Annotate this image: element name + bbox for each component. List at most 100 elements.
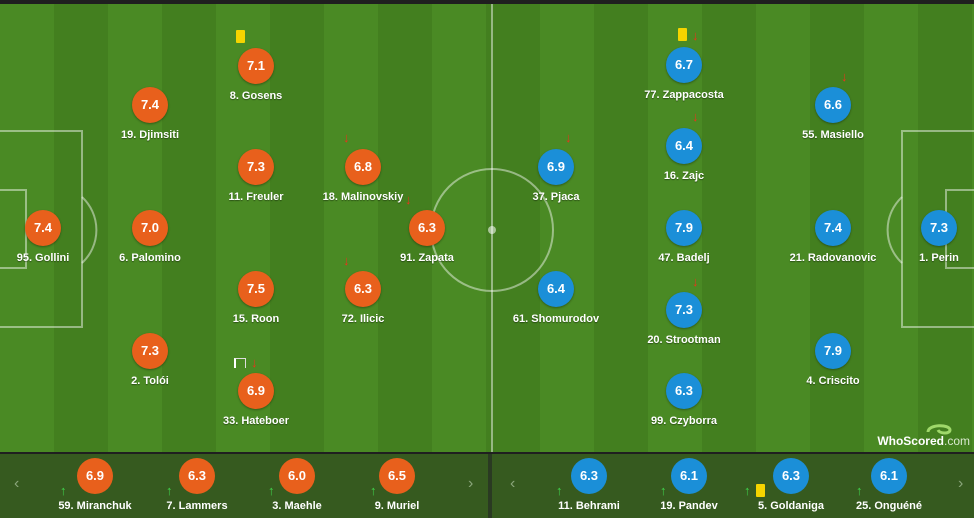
player-name: 2. Tolói <box>131 375 169 387</box>
player-name: 99. Czyborra <box>650 415 718 427</box>
pitch: 7.1 8. Gosens 7.4 19. Djimsiti 7.3 11. F… <box>0 4 974 452</box>
away-subs-panel: ‹ › 6.3 11. Behrami ↑ 6.1 19. Pandev ↑ 6… <box>492 454 974 518</box>
player-home-palomino[interactable]: 7.0 6. Palomino <box>85 210 215 270</box>
logo-mark-icon <box>926 424 952 435</box>
sub-home-lammers[interactable]: 6.3 7. Lammers <box>142 458 252 516</box>
player-name: 91. Zapata <box>400 252 454 264</box>
player-home-malinovskiy[interactable]: 6.8 18. Malinovskiy <box>298 149 428 209</box>
sub-off-arrow-icon: ↓ <box>692 274 699 289</box>
rating-badge: 6.3 <box>409 210 445 246</box>
player-away-masiello[interactable]: 6.6 55. Masiello <box>768 87 898 147</box>
rating-badge: 6.4 <box>538 271 574 307</box>
rating-badge: 6.8 <box>345 149 381 185</box>
sub-on-arrow-icon: ↑ <box>166 483 173 498</box>
player-name: 9. Muriel <box>374 500 420 512</box>
rating-badge: 6.9 <box>538 149 574 185</box>
rating-badge: 7.0 <box>132 210 168 246</box>
sub-off-arrow-icon: ↓ <box>565 130 572 145</box>
rating-badge: 6.0 <box>279 458 315 494</box>
player-away-zajc[interactable]: 6.4 16. Zajc <box>619 128 749 188</box>
prev-arrow-icon[interactable]: ‹ <box>14 475 20 492</box>
player-name: 19. Djimsiti <box>120 129 180 141</box>
sub-home-maehle[interactable]: 6.0 3. Maehle <box>242 458 352 516</box>
player-home-hateboer[interactable]: 6.9 33. Hateboer <box>191 373 321 433</box>
player-name: 16. Zajc <box>663 170 705 182</box>
player-away-strootman[interactable]: 7.3 20. Strootman <box>619 292 749 352</box>
rating-badge: 6.3 <box>345 271 381 307</box>
prev-arrow-icon[interactable]: ‹ <box>510 475 516 492</box>
substitutes-bar: ‹ › 6.9 59. Miranchuk ↑ 6.3 7. Lammers ↑… <box>0 454 974 518</box>
player-home-zapata[interactable]: 6.3 91. Zapata <box>362 210 492 270</box>
player-away-shomurodov[interactable]: 6.4 61. Shomurodov <box>491 271 621 331</box>
player-name: 3. Maehle <box>272 500 322 512</box>
rating-badge: 7.4 <box>132 87 168 123</box>
rating-badge: 6.9 <box>238 373 274 409</box>
player-name: 47. Badelj <box>658 252 710 264</box>
player-away-pjaca[interactable]: 6.9 37. Pjaca <box>491 149 621 209</box>
rating-badge: 6.3 <box>179 458 215 494</box>
sub-on-arrow-icon: ↑ <box>556 483 563 498</box>
player-away-badelj[interactable]: 7.9 47. Badelj <box>619 210 749 270</box>
player-home-gollini[interactable]: 7.4 95. Gollini <box>0 210 108 270</box>
player-away-criscito[interactable]: 7.9 4. Criscito <box>768 333 898 393</box>
sub-off-arrow-icon: ↓ <box>343 130 350 145</box>
player-name: 21. Radovanovic <box>789 252 877 264</box>
rating-badge: 6.6 <box>815 87 851 123</box>
sub-away-onguene[interactable]: 6.1 25. Onguéné <box>834 458 944 516</box>
player-home-ilicic[interactable]: 6.3 72. Ilicic <box>298 271 428 331</box>
player-away-radovanovic[interactable]: 7.4 21. Radovanovic <box>768 210 898 270</box>
sub-off-arrow-icon: ↓ <box>692 109 699 124</box>
sub-on-arrow-icon: ↑ <box>370 483 377 498</box>
rating-badge: 7.1 <box>238 48 274 84</box>
rating-badge: 7.9 <box>666 210 702 246</box>
rating-badge: 7.3 <box>132 333 168 369</box>
player-away-perin[interactable]: 7.3 1. Perin <box>874 210 974 270</box>
rating-badge: 6.5 <box>379 458 415 494</box>
sub-on-arrow-icon: ↑ <box>268 483 275 498</box>
yellow-card-icon <box>236 30 245 43</box>
next-arrow-icon[interactable]: › <box>468 475 474 492</box>
sub-away-behrami[interactable]: 6.3 11. Behrami <box>534 458 644 516</box>
sub-away-goldaniga[interactable]: 6.3 5. Goldaniga <box>736 458 846 516</box>
sub-home-miranchuk[interactable]: 6.9 59. Miranchuk <box>40 458 150 516</box>
rating-badge: 7.9 <box>815 333 851 369</box>
player-name: 33. Hateboer <box>222 415 290 427</box>
player-name: 7. Lammers <box>166 500 228 512</box>
rating-badge: 6.7 <box>666 47 702 83</box>
rating-badge: 6.1 <box>871 458 907 494</box>
player-name: 4. Criscito <box>806 375 860 387</box>
rating-badge: 6.9 <box>77 458 113 494</box>
rating-badge: 6.3 <box>773 458 809 494</box>
yellow-card-icon <box>678 28 687 41</box>
player-name: 11. Freuler <box>228 191 284 203</box>
player-name: 15. Roon <box>232 313 280 325</box>
player-name: 25. Onguéné <box>855 500 923 512</box>
player-name: 5. Goldaniga <box>757 500 824 512</box>
player-name: 61. Shomurodov <box>512 313 600 325</box>
rating-badge: 7.4 <box>815 210 851 246</box>
player-name: 1. Perin <box>919 252 959 264</box>
player-home-gosens[interactable]: 7.1 8. Gosens <box>191 48 321 108</box>
rating-badge: 6.1 <box>671 458 707 494</box>
rating-badge: 6.3 <box>571 458 607 494</box>
player-name: 77. Zappacosta <box>644 89 724 101</box>
home-subs-panel: ‹ › 6.9 59. Miranchuk ↑ 6.3 7. Lammers ↑… <box>0 454 488 518</box>
player-away-zappacosta[interactable]: 6.7 77. Zappacosta <box>619 47 749 107</box>
player-name: 72. Ilicic <box>341 313 385 325</box>
player-away-czyborra[interactable]: 6.3 99. Czyborra <box>619 373 749 433</box>
rating-badge: 6.3 <box>666 373 702 409</box>
sub-home-muriel[interactable]: 6.5 9. Muriel <box>342 458 452 516</box>
corner-flag-icon <box>234 358 246 368</box>
player-home-toloi[interactable]: 7.3 2. Tolói <box>85 333 215 393</box>
whoscored-logo: WhoScored.com <box>870 422 970 452</box>
player-name: 8. Gosens <box>229 90 283 102</box>
player-home-djimsiti[interactable]: 7.4 19. Djimsiti <box>85 87 215 147</box>
player-home-roon[interactable]: 7.5 15. Roon <box>191 271 321 331</box>
logo-brand: WhoScored <box>877 434 944 448</box>
player-home-freuler[interactable]: 7.3 11. Freuler <box>191 149 321 209</box>
sub-off-arrow-icon: ↓ <box>343 253 350 268</box>
sub-off-arrow-icon: ↓ <box>841 69 848 84</box>
sub-away-pandev[interactable]: 6.1 19. Pandev <box>634 458 744 516</box>
next-arrow-icon[interactable]: › <box>958 475 964 492</box>
player-name: 6. Palomino <box>119 252 181 264</box>
